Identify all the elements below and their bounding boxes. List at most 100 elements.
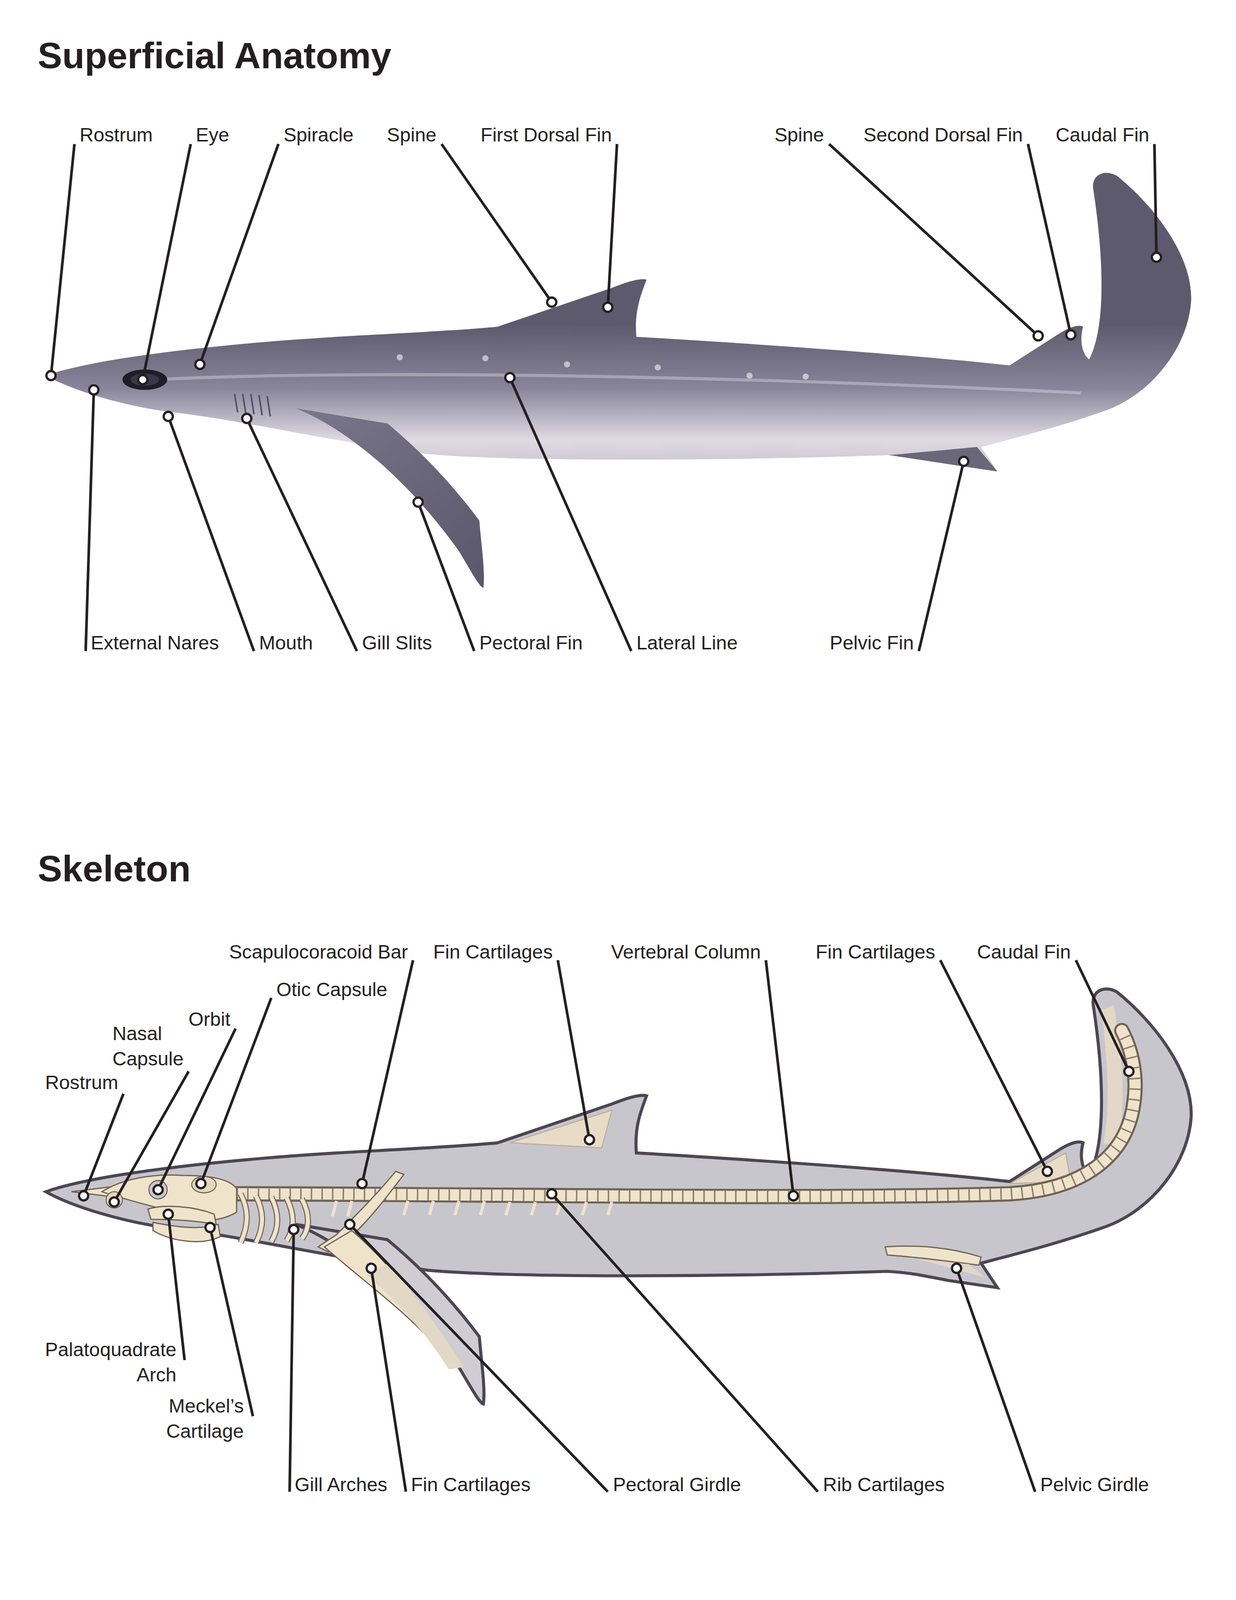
part-label: Vertebral Column xyxy=(611,940,761,963)
part-label: External Nares xyxy=(90,631,220,654)
leader-line xyxy=(210,1227,254,1416)
part-label: Fin Cartilages xyxy=(433,940,553,963)
gill-slit xyxy=(266,396,270,417)
leader-line xyxy=(289,1229,294,1492)
gill-arch xyxy=(256,1195,263,1243)
part-label: Caudal Fin xyxy=(976,940,1071,963)
callout-dot xyxy=(205,1222,216,1232)
fin-radials xyxy=(367,1262,465,1369)
skin-spot xyxy=(654,364,661,371)
leader-lines xyxy=(83,959,1129,1492)
callout-dot xyxy=(357,1178,367,1189)
leader-line xyxy=(557,959,590,1140)
leader-line xyxy=(246,418,357,651)
part-label: Palatoquadrate Arch xyxy=(44,1336,177,1388)
part-label: Fin Cartilages xyxy=(410,1472,531,1496)
part-label: Pectoral Fin xyxy=(479,631,583,654)
gill-slit xyxy=(234,394,238,413)
callout-dot xyxy=(345,1219,355,1229)
callout-dot xyxy=(1033,331,1044,341)
callout-dot xyxy=(1066,330,1076,340)
leader-line xyxy=(114,1070,189,1202)
part-label: Gill Arches xyxy=(294,1472,388,1496)
skin-spot xyxy=(482,354,489,361)
lateral-line xyxy=(152,374,1081,393)
leader-line xyxy=(551,1193,818,1492)
callout-dot xyxy=(952,1263,962,1273)
leader-line xyxy=(918,461,964,652)
pelvic-fin xyxy=(889,446,998,472)
callout-dot xyxy=(789,1191,799,1201)
body-outline xyxy=(45,988,1192,1288)
dorsal-fin-cartilage xyxy=(509,1109,612,1148)
part-label: Meckel’s Cartilage xyxy=(166,1393,244,1444)
leader-line xyxy=(1027,143,1071,335)
rib xyxy=(607,1201,612,1215)
callout-dot xyxy=(242,413,252,424)
otic-capsule xyxy=(191,1176,217,1193)
callout-dot xyxy=(289,1224,299,1235)
callout-dot xyxy=(137,374,148,385)
leader-line xyxy=(441,143,552,303)
callout-dots xyxy=(46,252,1162,507)
callout-dot xyxy=(163,1209,174,1219)
part-label: Otic Capsule xyxy=(276,977,388,1001)
part-label: Gill Slits xyxy=(361,631,433,654)
callout-dot xyxy=(153,1184,163,1194)
leader-line xyxy=(168,1213,185,1360)
rib xyxy=(403,1200,408,1215)
pelvic-fin-cartilage xyxy=(917,1258,985,1278)
rib xyxy=(505,1201,510,1215)
part-label: Second Dorsal Fin xyxy=(863,123,1023,146)
callout-dot xyxy=(547,1188,557,1198)
leader-line xyxy=(1075,959,1129,1071)
leader-line xyxy=(418,501,475,651)
part-label: Spine xyxy=(387,123,437,146)
gill-arch xyxy=(302,1198,309,1238)
callout-dot xyxy=(505,372,515,383)
skin-spot xyxy=(396,353,403,360)
callout-dot xyxy=(603,302,613,312)
callout-dot xyxy=(79,1191,89,1201)
leader-line xyxy=(1154,143,1157,258)
leader-line xyxy=(956,1267,1036,1492)
gill-slit xyxy=(250,394,254,415)
part-label: Pelvic Girdle xyxy=(1040,1472,1149,1496)
leader-line xyxy=(765,959,794,1195)
leader-line xyxy=(85,389,94,651)
section-heading: Superficial Anatomy xyxy=(37,34,392,77)
rib xyxy=(582,1201,587,1215)
part-label: Spine xyxy=(774,123,824,146)
part-label: Orbit xyxy=(188,1007,231,1030)
eye-iris xyxy=(130,373,160,386)
gill-arch xyxy=(271,1196,278,1242)
palatoquadrate xyxy=(147,1205,217,1225)
callout-dot xyxy=(46,370,56,381)
gill-slits xyxy=(234,394,270,417)
leader-lines xyxy=(50,143,1157,651)
gill-slit xyxy=(259,395,263,416)
leader-line xyxy=(50,143,75,376)
gill-arches xyxy=(240,1193,309,1243)
gill-arch-outline xyxy=(240,1193,247,1243)
skin-spots xyxy=(396,353,809,380)
orbit xyxy=(148,1180,168,1199)
callout-dot xyxy=(1151,252,1162,263)
vertebral-column xyxy=(236,1030,1136,1197)
rib xyxy=(347,1200,352,1216)
rib xyxy=(332,1200,337,1216)
part-label: Rib Cartilages xyxy=(823,1472,945,1496)
gill-arch-outline xyxy=(271,1196,278,1242)
leader-line xyxy=(940,959,1048,1171)
rib xyxy=(429,1200,434,1215)
leader-line xyxy=(607,143,618,308)
callout-dot xyxy=(547,297,557,308)
meckels-cartilage xyxy=(152,1221,221,1241)
leader-line xyxy=(350,1224,609,1492)
leader-line xyxy=(168,416,254,651)
callout-dot xyxy=(413,497,423,507)
part-label: Eye xyxy=(195,123,230,146)
leader-line xyxy=(371,1267,406,1492)
